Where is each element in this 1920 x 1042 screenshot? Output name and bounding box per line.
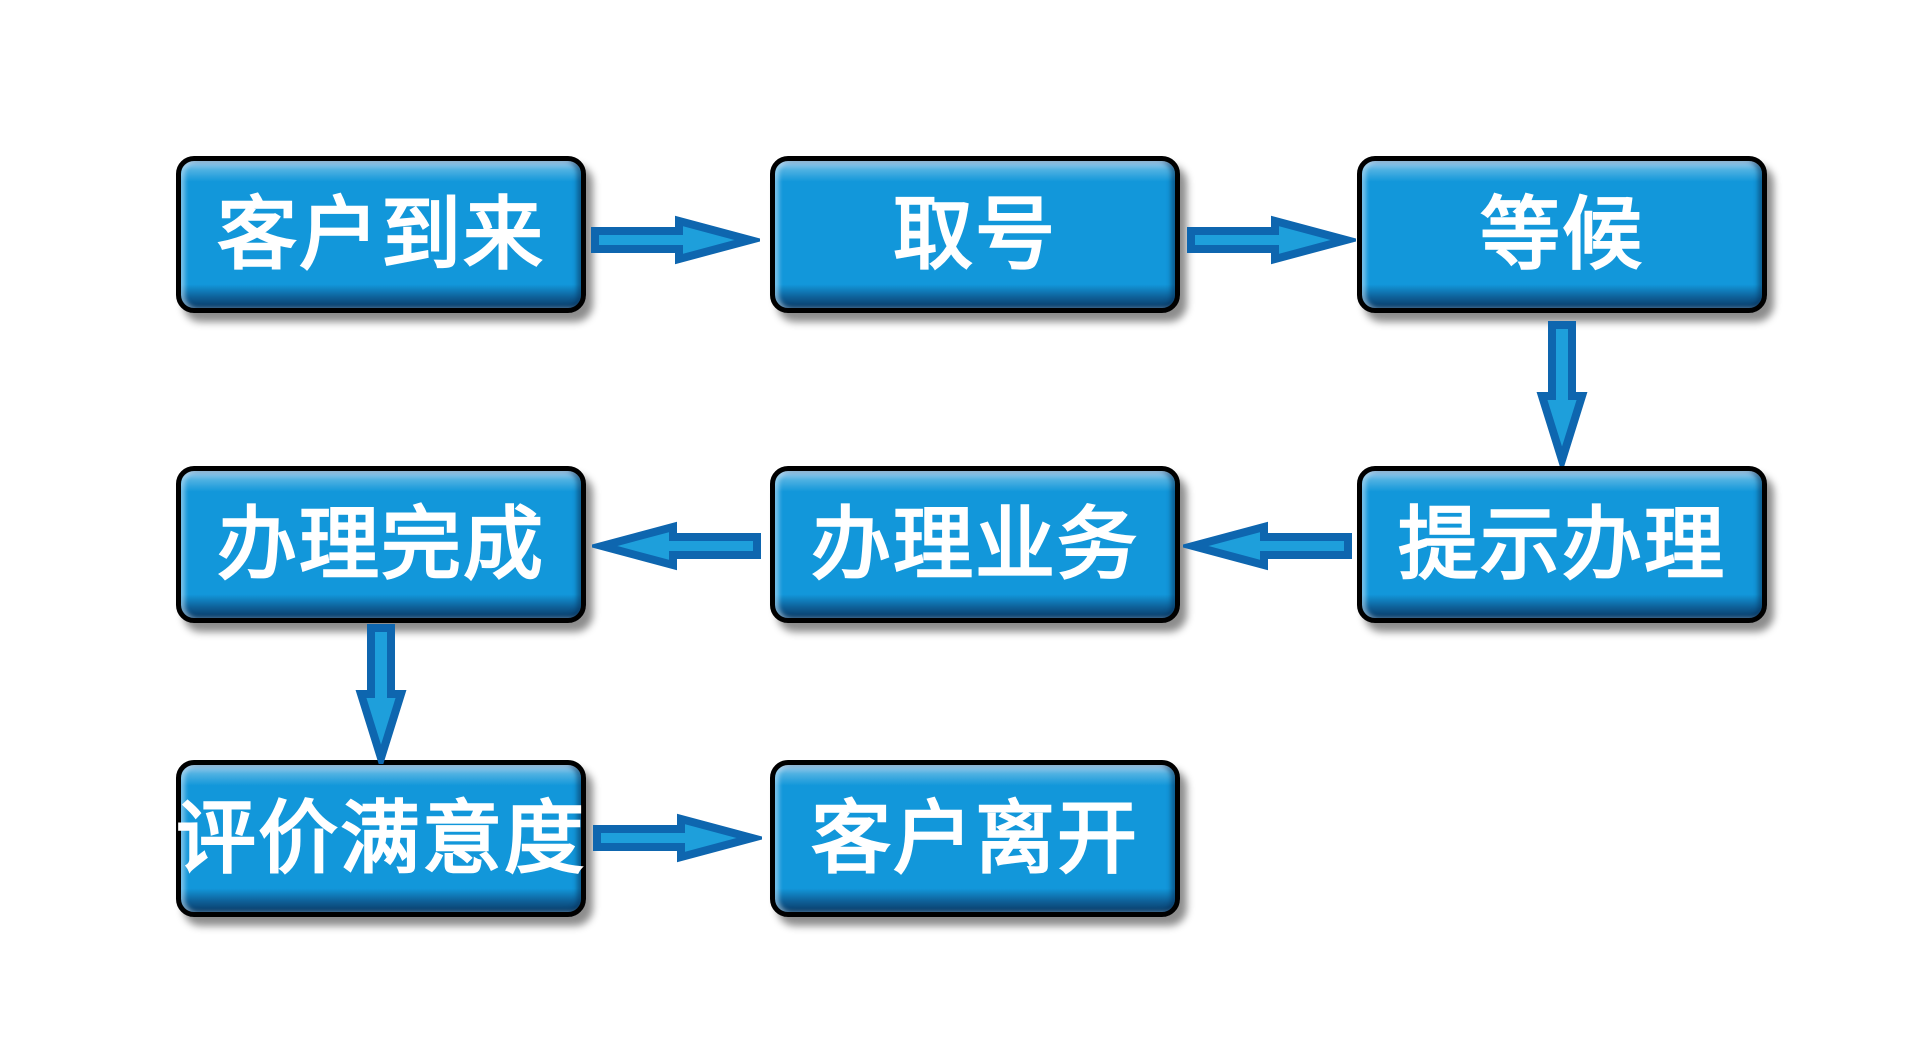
node-label: 提示办理 <box>1398 499 1726 589</box>
node-rate-satisfaction: 评价满意度 <box>176 760 586 917</box>
left-arrow-icon <box>592 521 761 571</box>
arrow-left-handle-business-to-handling-complete <box>592 521 761 571</box>
down-arrow-icon <box>355 624 407 764</box>
left-arrow-icon <box>1183 521 1352 571</box>
node-take-number: 取号 <box>770 156 1180 313</box>
node-customer-arrives: 客户到来 <box>176 156 586 313</box>
node-handling-complete: 办理完成 <box>176 466 586 623</box>
node-label: 办理业务 <box>811 499 1139 589</box>
node-wait: 等候 <box>1357 156 1767 313</box>
arrow-left-prompt-handling-to-handle-business <box>1183 521 1352 571</box>
down-arrow-icon <box>1536 321 1588 466</box>
node-label: 等候 <box>1480 189 1644 279</box>
arrow-right-take-number-to-wait <box>1187 215 1356 265</box>
right-arrow-icon <box>593 813 762 863</box>
arrow-right-customer-arrives-to-take-number <box>591 215 760 265</box>
node-customer-leaves: 客户离开 <box>770 760 1180 917</box>
node-label: 评价满意度 <box>176 793 586 883</box>
node-prompt-handling: 提示办理 <box>1357 466 1767 623</box>
right-arrow-icon <box>591 215 760 265</box>
arrow-down-wait-to-prompt-handling <box>1536 321 1588 466</box>
node-label: 客户到来 <box>217 189 545 279</box>
arrow-right-rate-satisfaction-to-customer-leaves <box>593 813 762 863</box>
node-label: 取号 <box>893 189 1057 279</box>
right-arrow-icon <box>1187 215 1356 265</box>
arrow-down-handling-complete-to-rate-satisfaction <box>355 624 407 764</box>
node-label: 办理完成 <box>217 499 545 589</box>
node-label: 客户离开 <box>811 793 1139 883</box>
node-handle-business: 办理业务 <box>770 466 1180 623</box>
